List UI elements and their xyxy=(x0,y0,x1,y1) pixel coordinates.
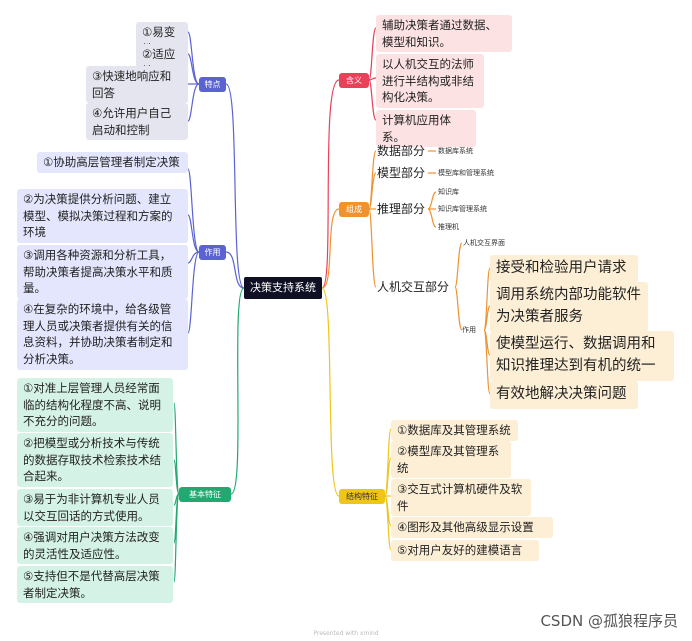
meaning-item[interactable]: 辅助决策者通过数据、模型和知识。 xyxy=(376,15,512,53)
basic-item[interactable]: ②把模型或分析技术与传统的数据存取技术检索技术结合起来。 xyxy=(17,433,173,488)
sub-hci-interface[interactable]: 人机交互界面 xyxy=(463,239,505,247)
branch-structure[interactable]: 结构特征 xyxy=(339,489,385,504)
hci-function-item[interactable]: 有效地解决决策问题 xyxy=(490,381,638,409)
presented-with-text: Presented with xmind xyxy=(313,630,379,637)
sub-database-system[interactable]: 数据库系统 xyxy=(438,147,473,155)
branch-meaning[interactable]: 含义 xyxy=(339,73,369,88)
structure-item[interactable]: ④图形及其他高级显示设置 xyxy=(391,517,553,538)
part-hci[interactable]: 人机交互部分 xyxy=(377,280,450,294)
branch-function[interactable]: 作用 xyxy=(199,245,226,260)
function-item[interactable]: ④在复杂的环境中，给各级管理人员或决策者提供有关的信息资料，并协助决策者制定和分… xyxy=(17,299,188,370)
structure-item[interactable]: ③交互式计算机硬件及软件 xyxy=(391,479,531,517)
hci-function-item[interactable]: 使模型运行、数据调用和知识推理达到有机的统一 xyxy=(490,331,674,381)
meaning-item[interactable]: 以人机交互的法师进行半结构或非结构化决策。 xyxy=(376,54,484,109)
structure-item[interactable]: ②模型库及其管理系统 xyxy=(391,441,511,479)
hci-function-label[interactable]: 作用 xyxy=(462,326,476,334)
basic-item[interactable]: ④强调对用户决策方法改变的灵活性及适应性。 xyxy=(17,527,173,565)
function-item[interactable]: ③调用各种资源和分析工具，帮助决策者提高决策水平和质量。 xyxy=(17,245,188,300)
function-item[interactable]: ②为决策提供分析问题、建立模型、模拟决策过程和方案的环境 xyxy=(17,189,188,244)
sub-knowledge-base[interactable]: 知识库 xyxy=(438,188,459,196)
basic-item[interactable]: ①对准上层管理人员经常面临的结构化程度不高、说明不充分的问题。 xyxy=(17,378,173,433)
structure-item[interactable]: ⑤对用户友好的建模语言 xyxy=(391,540,539,561)
feature-item[interactable]: ③快速地响应和回答 xyxy=(86,66,188,104)
watermark: CSDN @孤狼程序员 xyxy=(540,612,678,630)
part-inference[interactable]: 推理部分 xyxy=(377,202,426,216)
part-model[interactable]: 模型部分 xyxy=(377,166,426,180)
basic-item[interactable]: ③易于为非计算机专业人员以交互回话的方式使用。 xyxy=(17,489,173,527)
sub-model-base[interactable]: 模型库和管理系统 xyxy=(438,169,494,177)
sub-knowledge-mgmt[interactable]: 知识库管理系统 xyxy=(438,205,487,213)
structure-item[interactable]: ①数据库及其管理系统 xyxy=(391,420,518,441)
meaning-item[interactable]: 计算机应用体系。 xyxy=(376,110,476,148)
root-node[interactable]: 决策支持系统 xyxy=(244,277,322,299)
function-item[interactable]: ①协助高层管理者制定决策 xyxy=(37,152,188,173)
branch-features[interactable]: 特点 xyxy=(199,77,226,92)
branch-basic[interactable]: 基本特征 xyxy=(179,487,231,502)
feature-item[interactable]: ④允许用户自己启动和控制 xyxy=(86,103,188,141)
part-data[interactable]: 数据部分 xyxy=(377,144,426,158)
basic-item[interactable]: ⑤支持但不是代替高层决策者制定决策。 xyxy=(17,566,173,604)
hci-function-item[interactable]: 调用系统内部功能软件为决策者服务 xyxy=(490,282,648,332)
sub-inference-engine[interactable]: 推理机 xyxy=(438,223,459,231)
branch-composition[interactable]: 组成 xyxy=(339,202,369,217)
hci-function-item[interactable]: 接受和检验用户请求 xyxy=(490,255,638,283)
